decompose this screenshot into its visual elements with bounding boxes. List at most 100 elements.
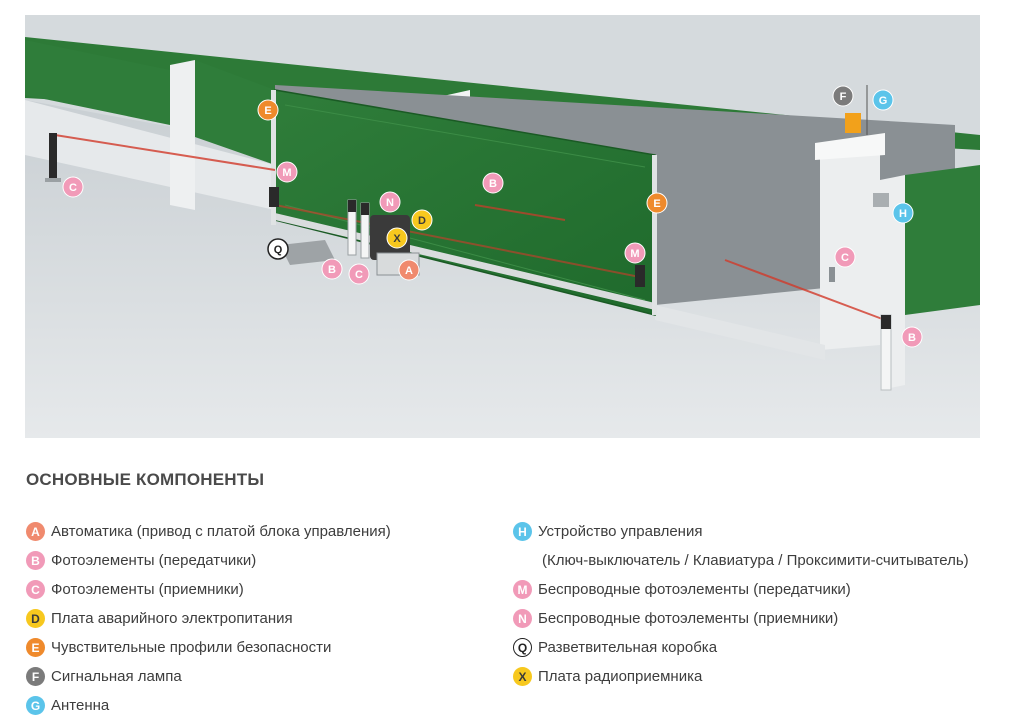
legend-item: D Плата аварийного электропитания (26, 604, 391, 633)
left-wall-base (25, 100, 275, 210)
legend-badge-d: D (26, 609, 45, 628)
legend-left-column: A Автоматика (привод с платой блока управ… (26, 517, 391, 720)
gate-panel-line (284, 104, 646, 168)
diagram-badge-label: M (282, 167, 291, 179)
left-fence-panel (195, 60, 275, 165)
legend-badge-g: G (26, 696, 45, 715)
legend-item: F Сигнальная лампа (26, 662, 391, 691)
legend-badge-n: N (513, 609, 532, 628)
legend-badge-c: C (26, 580, 45, 599)
keypad (873, 193, 889, 207)
diagram-badge-label: C (841, 252, 849, 264)
signal-lamp (845, 113, 861, 133)
legend-badge-x: X (513, 667, 532, 686)
diagram-badge-b: B (901, 326, 923, 348)
legend-text: Фотоэлементы (передатчики) (51, 552, 257, 569)
legend-text: Сигнальная лампа (51, 668, 182, 685)
left-pillar (170, 60, 195, 210)
diagram-badge-d: D (411, 209, 433, 231)
diagram-badge-label: G (879, 95, 888, 107)
safety-edge-left (271, 90, 276, 225)
legend-item: Q Разветвительная коробка (513, 633, 969, 662)
legend-item: E Чувствительные профили безопасности (26, 633, 391, 662)
legend-text: Автоматика (привод с платой блока управл… (51, 523, 391, 540)
legend-badge-q: Q (513, 638, 532, 657)
photo-beam (474, 204, 566, 221)
legend-badge-m: M (513, 580, 532, 599)
legend-item: X Плата радиоприемника (513, 662, 969, 691)
diagram-badge-label: C (355, 269, 363, 281)
diagram-badge-c: C (62, 176, 84, 198)
legend-text: Чувствительные профили безопасности (51, 639, 332, 656)
diagram-badge-b: B (321, 258, 343, 280)
legend-text: Устройство управления (538, 523, 703, 540)
legend-badge-e: E (26, 638, 45, 657)
diagram-badges: E M B N DX A C B Q E M F G H C B C (62, 85, 923, 348)
legend-text: Разветвительная коробка (538, 639, 718, 656)
diagram-badge-a: A (398, 259, 420, 281)
photocell-post-left (49, 133, 57, 181)
diagram-badge-c: C (348, 263, 370, 285)
diagram-badge-label: A (405, 265, 413, 277)
right-pillar-cap (815, 133, 885, 160)
legend-text: Плата аварийного электропитания (51, 610, 293, 627)
right-pillar (820, 145, 880, 350)
legend-item: C Фотоэлементы (приемники) (26, 575, 391, 604)
legend-text: Беспроводные фотоэлементы (передатчики) (538, 581, 851, 598)
legend-text: Беспроводные фотоэлементы (приемники) (538, 610, 839, 627)
wireless-photocell (635, 265, 645, 287)
diagram-badge-n: N (379, 191, 401, 213)
safety-edge-right (652, 155, 657, 315)
photo-beam (274, 204, 641, 278)
diagram-badge-label: M (630, 248, 639, 260)
diagram-badge-f: F (832, 85, 854, 107)
right-low-wall (655, 305, 825, 360)
diagram-badge-m: M (276, 161, 298, 183)
diagram-badge-label: C (69, 182, 77, 194)
junction-box (280, 240, 335, 265)
legend-item: M Беспроводные фотоэлементы (передатчики) (513, 575, 969, 604)
legend-badge-b: B (26, 551, 45, 570)
legend-text: (Ключ-выключатель / Клавиатура / Проксим… (542, 552, 969, 569)
legend-badge-h: H (513, 522, 532, 541)
legend-text: Плата радиоприемника (538, 668, 703, 685)
diagram-badge-m: M (624, 242, 646, 264)
diagram-badge-h: H (892, 202, 914, 224)
photo-beam (724, 259, 886, 321)
legend-text: Фотоэлементы (приемники) (51, 581, 244, 598)
diagram-badge-label: N (386, 197, 394, 209)
wall-photocell (829, 267, 835, 282)
diagram-badge-label: E (264, 105, 271, 117)
diagram-badge-label: B (908, 332, 916, 344)
diagram-badge-label: Q (274, 244, 283, 256)
photo-beam (54, 134, 276, 171)
legend-item: N Беспроводные фотоэлементы (приемники) (513, 604, 969, 633)
diagram-badge-b: B (482, 172, 504, 194)
diagram-badge-e: E (646, 192, 668, 214)
diagram-badge-e: E (257, 99, 279, 121)
left-fence-panel-far (25, 40, 170, 125)
diagram-badge-label: B (489, 178, 497, 190)
diagram-badge-g: G (872, 89, 894, 111)
diagram-badge-x: X (386, 227, 408, 249)
legend-item: A Автоматика (привод с платой блока управ… (26, 517, 391, 546)
diagram-badge-q: Q (267, 238, 289, 260)
legend-item: B Фотоэлементы (передатчики) (26, 546, 391, 575)
right-fence-panel (905, 165, 980, 315)
legend-badge-f: F (26, 667, 45, 686)
diagram-badge-label: B (328, 264, 336, 276)
diagram-badge-c: C (834, 246, 856, 268)
diagram-badge-label: X (393, 233, 401, 245)
diagram-badge-label: F (840, 91, 847, 103)
diagram-badge-label: E (653, 198, 660, 210)
diagram-badge-label: H (899, 208, 907, 220)
legend-badge-a: A (26, 522, 45, 541)
legend-item: (Ключ-выключатель / Клавиатура / Проксим… (513, 546, 969, 575)
gate-panel-line (284, 204, 646, 301)
scene-illustration: E M B N DX A C B Q E M F G H C B C (25, 15, 980, 438)
wireless-photocell (269, 187, 279, 207)
legend-right-column: H Устройство управления (Ключ-выключатель … (513, 517, 969, 691)
components-title: ОСНОВНЫЕ КОМПОНЕНТЫ (26, 470, 265, 489)
